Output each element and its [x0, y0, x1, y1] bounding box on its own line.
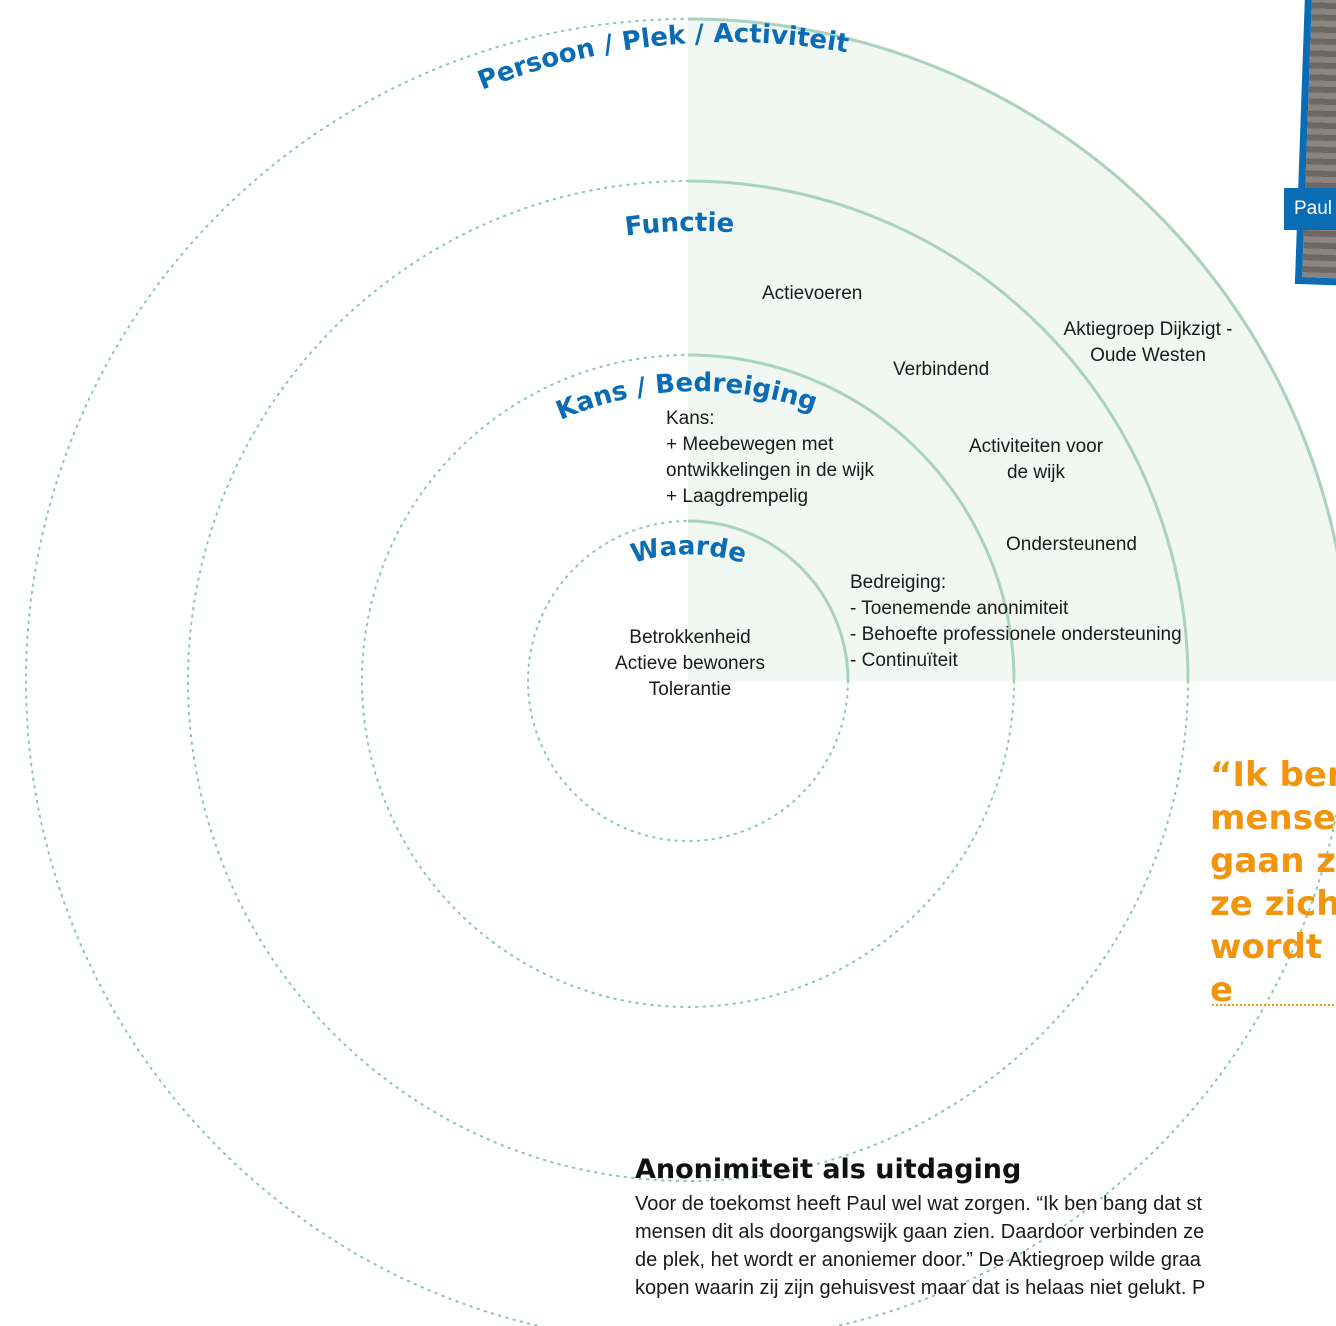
functie-item-actievoeren: Actievoeren [762, 283, 863, 304]
ring-persoon-arc [687, 17, 1336, 554]
bedreiging-text: Bedreiging: - Toenemende anonimiteit - B… [850, 572, 1182, 671]
section-heading: Anonimiteit als uitdaging [635, 1154, 1022, 1185]
ring-kans-arc [687, 353, 1016, 682]
quote-divider [1212, 1004, 1336, 1006]
pull-quote: “Ik ben menser gaan zi ze zich wordt e [1210, 755, 1336, 1010]
highlight-quadrant [688, 17, 1336, 681]
ring-label-functie: Functie [623, 208, 735, 243]
waarde-items: Betrokkenheid Actieve bewoners Toleranti… [615, 627, 765, 700]
kans-text: Kans: + Meebewegen met ontwikkelingen in… [666, 408, 875, 507]
ring-functie-arc [687, 179, 1190, 682]
functie-item-verbindend: Verbindend [893, 359, 990, 380]
functie-item-ondersteunend: Ondersteunend [1006, 534, 1137, 555]
ring-waarde-arc [687, 519, 850, 682]
photo-caption: Paul [1284, 188, 1336, 230]
section-body: Voor de toekomst heeft Paul wel wat zorg… [635, 1193, 1206, 1299]
persoon-item-aktiegroep: Aktiegroep Dijkzigt -Oude Westen [1063, 319, 1233, 366]
